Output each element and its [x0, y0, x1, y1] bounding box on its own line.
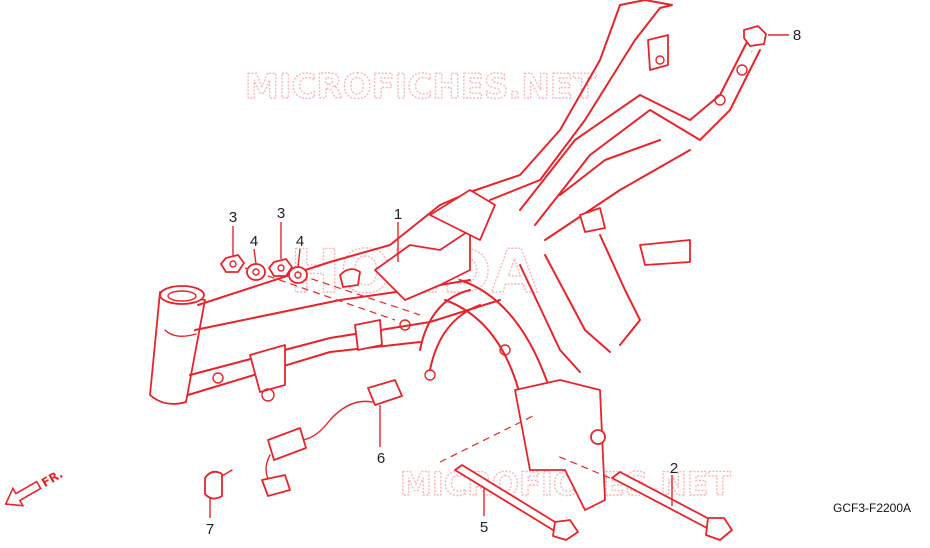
callout-7: 7: [206, 521, 214, 538]
bolt-long: [611, 471, 733, 541]
front-label: FR.: [39, 467, 65, 490]
nut-left: [220, 254, 245, 273]
wire-harness: [261, 379, 403, 497]
callout-5: 5: [480, 519, 488, 536]
watermark-top: MICROFICHES.NET: [245, 67, 597, 107]
callout-4-right: 4: [296, 233, 304, 250]
washer-left: [246, 263, 266, 281]
callout-1: 1: [394, 206, 402, 223]
callout-6: 6: [377, 450, 385, 467]
washer-right: [288, 266, 308, 284]
cap: [204, 469, 233, 500]
callout-3-right: 3: [277, 205, 285, 222]
front-direction-arrow: FR.: [4, 467, 65, 507]
bolt-short: [454, 464, 579, 541]
callout-3-left: 3: [229, 209, 237, 226]
frame-brackets: [212, 34, 748, 511]
callout-8: 8: [793, 27, 801, 44]
head-pipe: [149, 285, 206, 405]
callout-2: 2: [670, 460, 678, 477]
nut-right: [268, 258, 293, 277]
diagram-code: GCF3-F2200A: [833, 501, 911, 515]
end-cap: [743, 25, 767, 47]
leader-lines: [209, 34, 789, 518]
callout-4-left: 4: [250, 233, 258, 250]
callout-labels: 1 2 3 4 3 4 5 6 7 8: [206, 27, 801, 538]
